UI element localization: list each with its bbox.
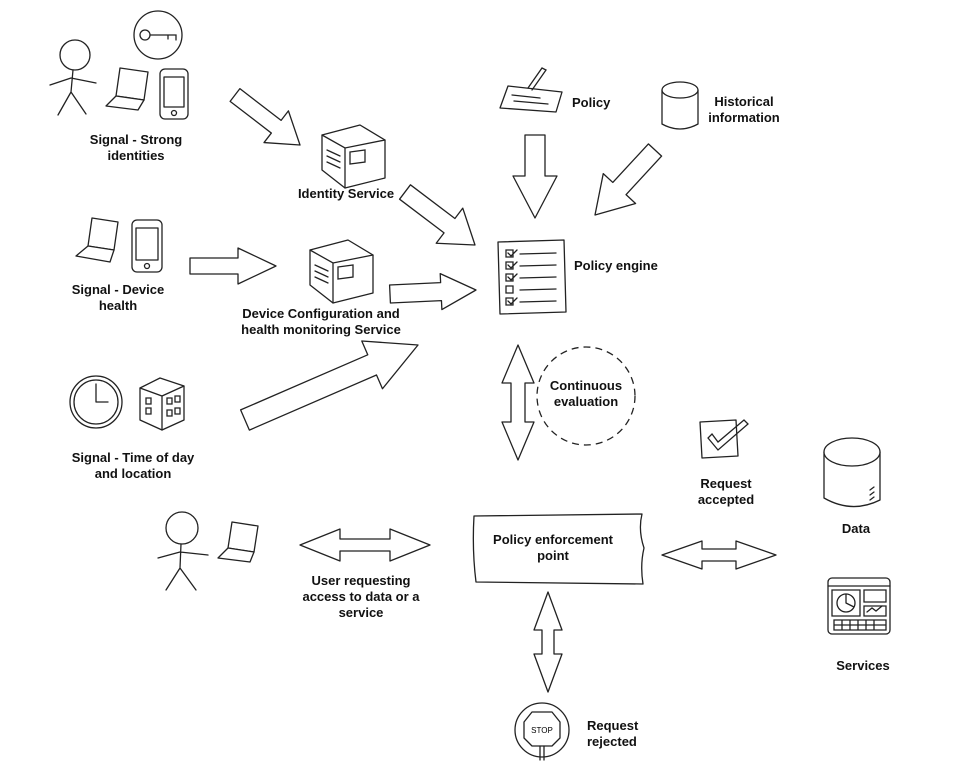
services-label: Services bbox=[836, 658, 890, 673]
database-icon bbox=[823, 437, 881, 508]
arrow-time-to-engine bbox=[239, 340, 419, 431]
arrows bbox=[189, 88, 777, 693]
policy-document-icon bbox=[499, 67, 563, 113]
policy-label: Policy bbox=[572, 95, 611, 110]
server-box-icon bbox=[309, 239, 374, 304]
stop-sign-text: STOP bbox=[531, 726, 553, 735]
checklist-icon bbox=[497, 239, 567, 315]
clock-icon bbox=[69, 375, 123, 429]
phone-icon bbox=[159, 68, 189, 120]
arrow-engine-pep bbox=[501, 344, 535, 461]
phone-icon bbox=[131, 219, 163, 273]
arrow-history-to-engine bbox=[594, 143, 663, 216]
arrow-identity-to-engine bbox=[398, 184, 476, 246]
arrow-device-signal-to-service bbox=[189, 247, 277, 285]
arrow-policy-to-engine bbox=[512, 134, 558, 219]
continuous-evaluation-circle bbox=[536, 346, 636, 446]
person-icon bbox=[49, 39, 97, 116]
arrow-pep-rejected bbox=[533, 591, 563, 693]
database-icon bbox=[661, 81, 699, 130]
arrow-signal-to-identity bbox=[229, 88, 301, 146]
key-icon bbox=[133, 10, 183, 60]
checkbox-icon bbox=[699, 419, 749, 459]
identity-service-label: Identity Service bbox=[297, 186, 395, 201]
building-icon bbox=[139, 377, 185, 431]
stop-sign-icon: STOP bbox=[514, 702, 570, 761]
data-label: Data bbox=[841, 521, 871, 536]
person-icon bbox=[157, 511, 209, 591]
laptop-icon bbox=[217, 521, 259, 563]
laptop-icon bbox=[75, 217, 119, 263]
policy-enforcement-point-box bbox=[472, 513, 645, 585]
server-box-icon bbox=[321, 124, 386, 189]
arrow-device-service-to-engine bbox=[388, 272, 477, 311]
policy-engine-label: Policy engine bbox=[574, 258, 658, 273]
dashboard-icon bbox=[827, 577, 891, 635]
laptop-icon bbox=[105, 67, 149, 111]
arrow-pep-resources bbox=[661, 540, 777, 570]
arrow-user-pep bbox=[299, 528, 431, 562]
